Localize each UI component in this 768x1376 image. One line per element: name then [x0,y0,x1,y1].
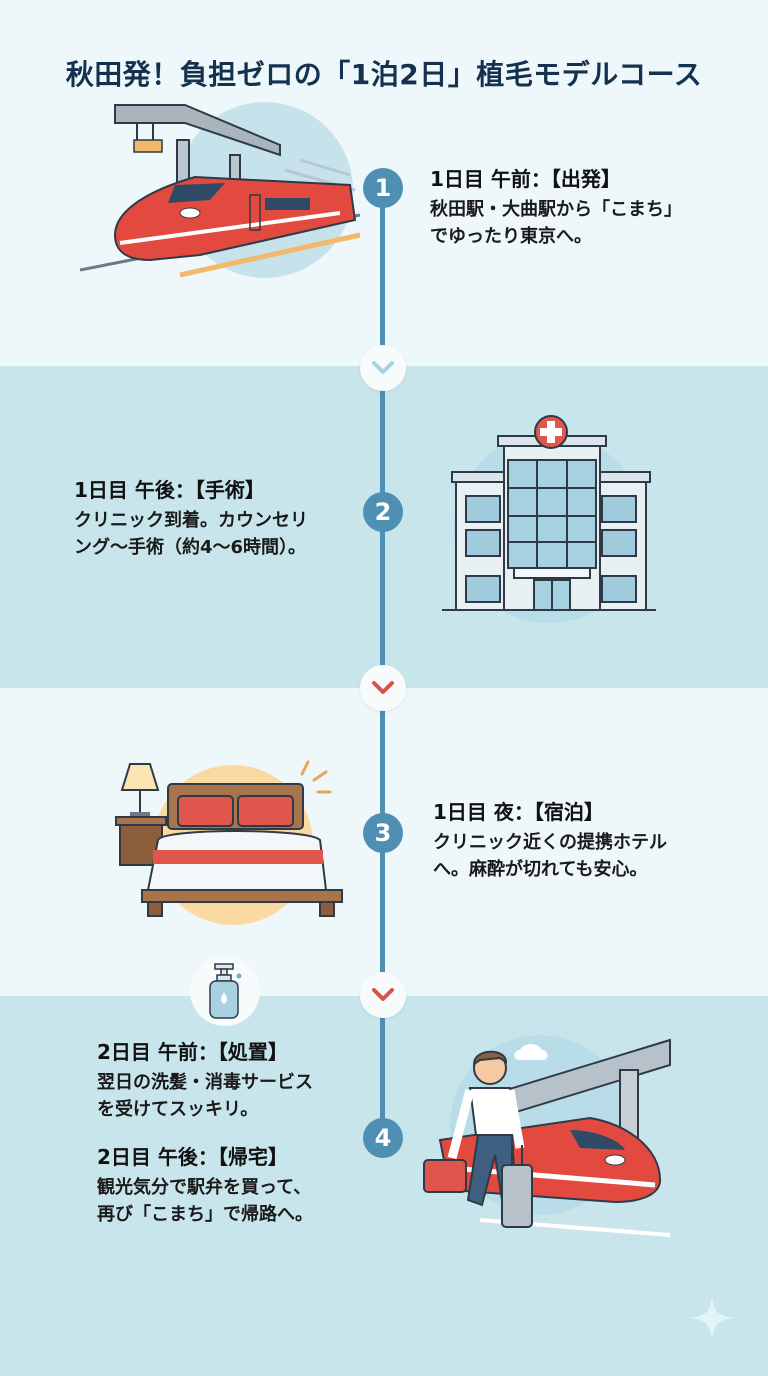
step-1-body-line-1: 秋田駅・大曲駅から「こまち」 [430,199,682,220]
traveler-with-train-illustration [420,1030,680,1254]
step-2-marker: 2 [363,492,403,532]
step-4b-heading: 2日目 午後：【帰宅】 [97,1145,288,1169]
chevron-down-icon [372,988,394,1001]
connector-3 [360,972,406,1018]
sanitizer-bottle-icon [190,956,260,1026]
step-2-text: 1日目 午後：【手術】 クリニック到着。カウンセリ ング〜手術（約4〜6時間）。 [74,474,308,561]
step-3-body-line-2: へ。麻酔が切れても安心。 [433,859,648,880]
step-3-text: 1日目 夜：【宿泊】 クリニック近くの提携ホテル へ。麻酔が切れても安心。 [433,796,667,883]
step-2-body-line-2: ング〜手術（約4〜6時間）。 [74,537,307,558]
bullet-train-station-illustration [79,95,370,289]
step-3-marker: 3 [363,813,403,853]
hotel-bed-illustration [108,750,348,944]
step-1-marker: 1 [363,168,403,208]
clinic-building-illustration [436,408,662,632]
chevron-down-icon [372,361,394,374]
sparkle-icon [688,1294,736,1346]
timeline-line [380,170,385,1130]
chevron-down-icon [372,681,394,694]
connector-1 [360,345,406,391]
step-1-heading: 1日目 午前：【出発】 [430,167,621,191]
step-4b-body-line-1: 観光気分で駅弁を買って、 [97,1177,312,1198]
step-4a-heading: 2日目 午前：【処置】 [97,1040,288,1064]
step-4b-body-line-2: 再び「こまち」で帰路へ。 [97,1204,313,1225]
step-4a-body-line-2: を受けてスッキリ。 [97,1099,259,1120]
step-2-body-line-1: クリニック到着。カウンセリ [74,510,308,531]
step-4-text: 2日目 午前：【処置】 翌日の洗髪・消毒サービス を受けてスッキリ。 2日目 午… [97,1036,313,1228]
page-title: 秋田発！負担ゼロの「1泊2日」植毛モデルコース [65,57,703,91]
step-4-marker: 4 [363,1118,403,1158]
step-3-heading: 1日目 夜：【宿泊】 [433,800,604,824]
step-2-heading: 1日目 午後：【手術】 [74,478,265,502]
step-1-body-line-2: でゆったり東京へ。 [430,226,592,247]
step-3-body-line-1: クリニック近くの提携ホテル [433,832,667,853]
step-4a-body-line-1: 翌日の洗髪・消毒サービス [97,1072,313,1093]
step-1-text: 1日目 午前：【出発】 秋田駅・大曲駅から「こまち」 でゆったり東京へ。 [430,163,682,250]
connector-2 [360,665,406,711]
